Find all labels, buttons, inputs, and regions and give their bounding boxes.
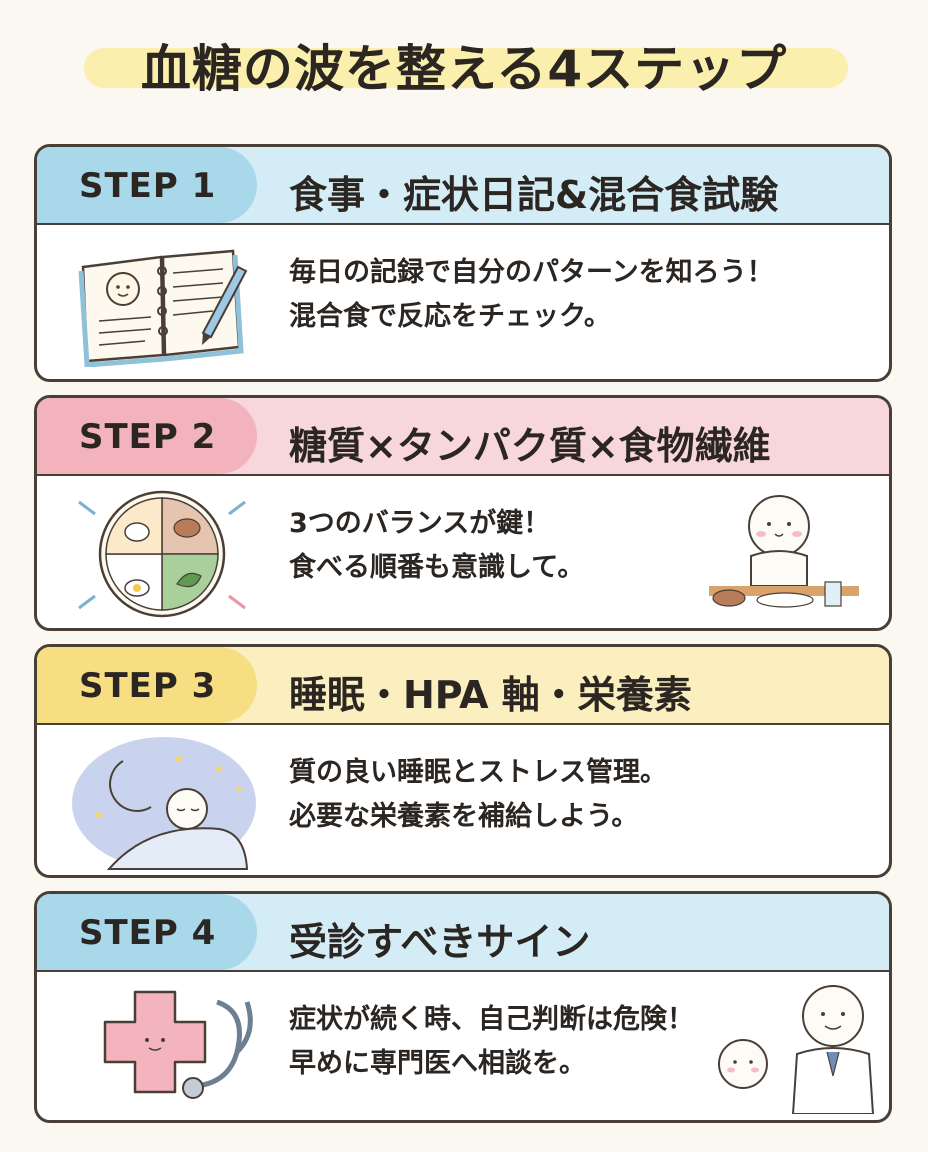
step-2-text: 3つのバランスが鍵！ 食べる順番も意識して。 — [289, 502, 584, 590]
page-title: 血糖の波を整える4ステップ — [140, 40, 788, 98]
step-1-line-1: 毎日の記録で自分のパターンを知ろう！ — [289, 257, 774, 288]
step-3-label: STEP 3 — [79, 666, 217, 706]
step-1-line-2: 混合食で反応をチェック。 — [289, 301, 611, 332]
step-card-2: STEP 2 糖質×タンパク質×食物繊維 — [34, 395, 892, 631]
step-4-pill — [37, 894, 257, 970]
balanced-plate-icon — [78, 490, 246, 618]
step-3-line-2: 必要な栄養素を補給しよう。 — [289, 801, 639, 832]
step-3-heading: 睡眠・HPA 軸・栄養素 — [289, 673, 692, 717]
doctor-character-icon — [718, 985, 875, 1114]
step-2-header: STEP 2 糖質×タンパク質×食物繊維 — [37, 398, 889, 476]
title-highlight — [84, 48, 848, 88]
step-2-line-2: 食べる順番も意識して。 — [289, 552, 585, 583]
step-3-line-1: 質の良い睡眠とストレス管理。 — [289, 757, 667, 788]
sleeping-moon-icon — [72, 737, 256, 870]
step-3-pill — [37, 647, 257, 723]
step-card-3: STEP 3 睡眠・HPA 軸・栄養素 質の良い睡眠とストレス管理。 必要な栄養… — [34, 644, 892, 878]
step-2-line-1: 3つのバランスが鍵！ — [289, 508, 551, 539]
step-4-heading: 受診すべきサイン — [289, 920, 591, 964]
step-2-label: STEP 2 — [79, 417, 217, 457]
medical-cross-stethoscope-icon — [103, 990, 253, 1099]
step-4-label: STEP 4 — [79, 913, 217, 953]
step-1-pill — [37, 147, 257, 223]
title-area: 血糖の波を整える4ステップ — [0, 34, 928, 104]
step-2-heading: 糖質×タンパク質×食物繊維 — [289, 424, 771, 468]
step-1-heading: 食事・症状日記&混合食試験 — [289, 173, 779, 217]
step-3-header: STEP 3 睡眠・HPA 軸・栄養素 — [37, 647, 889, 725]
step-4-text: 症状が続く時、自己判断は危険！ 早めに専門医へ相談を。 — [289, 998, 694, 1086]
step-2-pill — [37, 398, 257, 474]
step-card-4: STEP 4 受診すべきサイン 症状が続く時、自己判断は危険！ 早めに専門医へ相… — [34, 891, 892, 1123]
step-3-text: 質の良い睡眠とストレス管理。 必要な栄養素を補給しよう。 — [289, 751, 667, 839]
step-1-label: STEP 1 — [79, 166, 217, 206]
step-1-text: 毎日の記録で自分のパターンを知ろう！ 混合食で反応をチェック。 — [289, 251, 774, 339]
diary-notebook-icon — [78, 249, 248, 367]
eating-character-icon — [709, 495, 859, 608]
step-4-line-1: 症状が続く時、自己判断は危険！ — [289, 1004, 694, 1035]
step-1-header: STEP 1 食事・症状日記&混合食試験 — [37, 147, 889, 225]
step-4-header: STEP 4 受診すべきサイン — [37, 894, 889, 972]
step-4-line-2: 早めに専門医へ相談を。 — [289, 1048, 586, 1079]
step-card-1: STEP 1 食事・症状日記&混合食試験 毎日の記録で自分のパターンを知ろう！ … — [34, 144, 892, 382]
